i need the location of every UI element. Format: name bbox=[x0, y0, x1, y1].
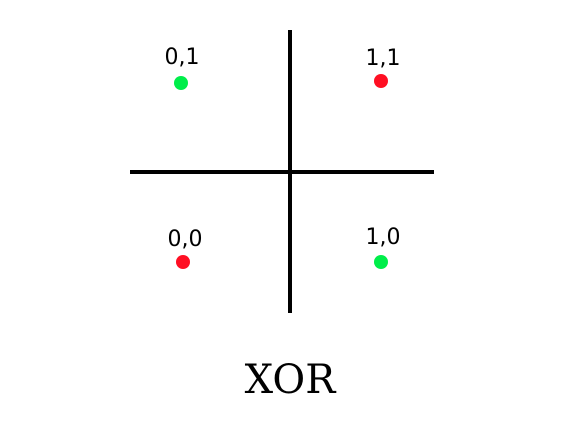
point-dot-0-0 bbox=[176, 255, 190, 269]
point-dot-1-0 bbox=[374, 255, 388, 269]
point-label-1-1: 1,1 bbox=[366, 46, 401, 71]
point-label-0-1: 0,1 bbox=[165, 45, 200, 70]
point-dot-0-1 bbox=[174, 76, 188, 90]
point-dot-1-1 bbox=[374, 74, 388, 88]
point-label-0-0: 0,0 bbox=[168, 227, 203, 252]
point-label-1-0: 1,0 bbox=[366, 225, 401, 250]
points-layer: 0,1 1,1 0,0 1,0 bbox=[165, 45, 401, 269]
diagram-caption: XOR bbox=[245, 357, 338, 403]
